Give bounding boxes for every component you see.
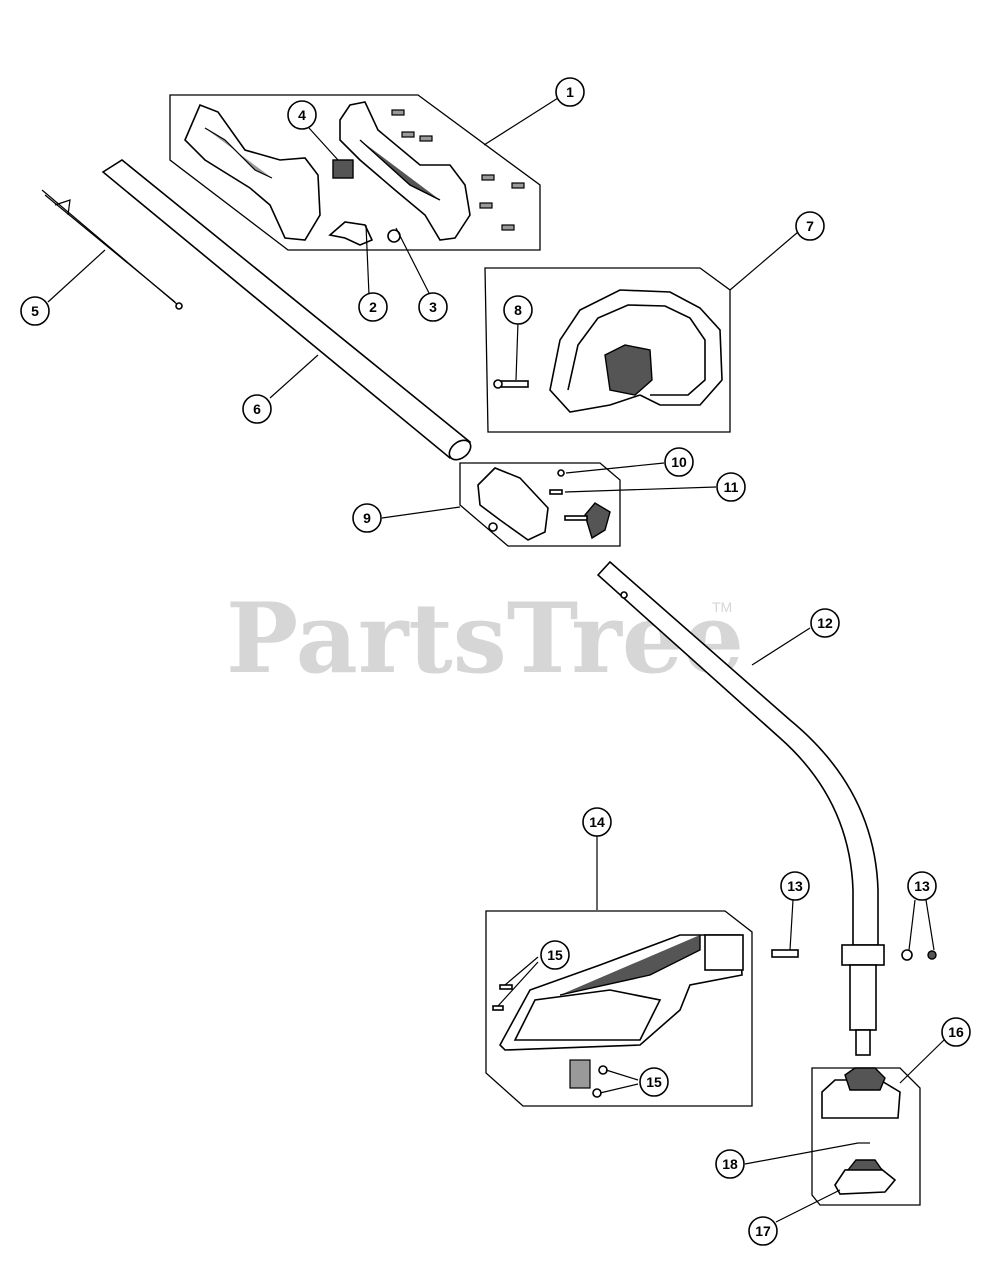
knob-part: [584, 502, 611, 540]
assist-handle-box: [484, 267, 731, 433]
upper-shaft: [101, 159, 472, 461]
callout-17-label: 17: [755, 1223, 771, 1239]
handle-half-right: [339, 101, 471, 241]
clamp-bolt: [771, 949, 799, 958]
callout-1: 1: [555, 77, 585, 107]
bump-knob: [834, 1167, 897, 1195]
callout-13a: 13: [780, 871, 810, 901]
nut-part-13: [927, 950, 937, 960]
callout-18: 18: [715, 1149, 745, 1179]
callout-15b: 15: [639, 1067, 669, 1097]
callout-10: 10: [664, 447, 694, 477]
callout-8: 8: [503, 295, 533, 325]
callout-11: 11: [716, 472, 746, 502]
callout-13a-label: 13: [787, 878, 803, 894]
callout-12: 12: [810, 608, 840, 638]
washer-part: [901, 949, 913, 961]
handle-half-left: [184, 103, 321, 241]
callout-7: 7: [795, 211, 825, 241]
callout-3-label: 3: [429, 299, 437, 315]
callout-2: 2: [358, 292, 388, 322]
handle-housing-box: [169, 94, 541, 251]
callout-4-label: 4: [298, 107, 306, 123]
callout-10-label: 10: [671, 454, 687, 470]
callout-9: 9: [352, 503, 382, 533]
coupler-box: [459, 462, 621, 547]
callout-17: 17: [748, 1216, 778, 1246]
callout-12-label: 12: [817, 615, 833, 631]
lower-shaft: [596, 560, 885, 1056]
callout-13b: 13: [907, 871, 937, 901]
callout-1-label: 1: [566, 84, 574, 100]
callout-2-label: 2: [369, 299, 377, 315]
callout-9-label: 9: [363, 510, 371, 526]
guard-box: [485, 910, 753, 1107]
trimmer-head-box: [811, 1067, 921, 1206]
callout-14: 14: [582, 807, 612, 837]
lower-shaft-tube: [596, 560, 879, 946]
screws: [391, 109, 525, 231]
upper-shaft-tube: [101, 159, 472, 460]
callout-18-label: 18: [722, 1156, 738, 1172]
coupler-body: [477, 467, 549, 541]
callout-11-label: 11: [724, 479, 739, 495]
callout-5: 5: [20, 296, 50, 326]
callout-16: 16: [941, 1017, 971, 1047]
screw-part: [549, 489, 563, 495]
assist-handle-group: [484, 267, 731, 433]
trigger-part: [328, 221, 374, 246]
callout-15a: 15: [540, 940, 570, 970]
callout-13b-label: 13: [914, 878, 930, 894]
callout-16-label: 16: [948, 1024, 964, 1040]
guard-group: [485, 910, 753, 1107]
nut-part: [557, 469, 565, 477]
callout-14-label: 14: [589, 814, 605, 830]
callout-15a-label: 15: [547, 947, 563, 963]
coupler-group: [459, 462, 621, 547]
callout-6-label: 6: [253, 401, 261, 417]
trimmer-head-group: [811, 1067, 921, 1206]
switch-part: [332, 159, 354, 179]
watermark-text: PartsTree: [226, 582, 744, 695]
clamp-part: [841, 944, 885, 966]
callout-3: 3: [418, 292, 448, 322]
watermark-tm: TM: [712, 599, 732, 615]
leader-lines: [47, 97, 945, 1223]
bolt-part: [499, 380, 529, 388]
clamp-hardware: [771, 949, 937, 961]
callout-4: 4: [287, 100, 317, 130]
throttle-cable: [41, 189, 183, 310]
guard-blade: [569, 1059, 591, 1089]
handle-housing-group: [169, 94, 541, 251]
callout-6: 6: [242, 394, 272, 424]
callout-7-label: 7: [806, 218, 814, 234]
callout-5-label: 5: [31, 303, 39, 319]
callout-15b-label: 15: [646, 1074, 662, 1090]
callout-8-label: 8: [514, 302, 522, 318]
